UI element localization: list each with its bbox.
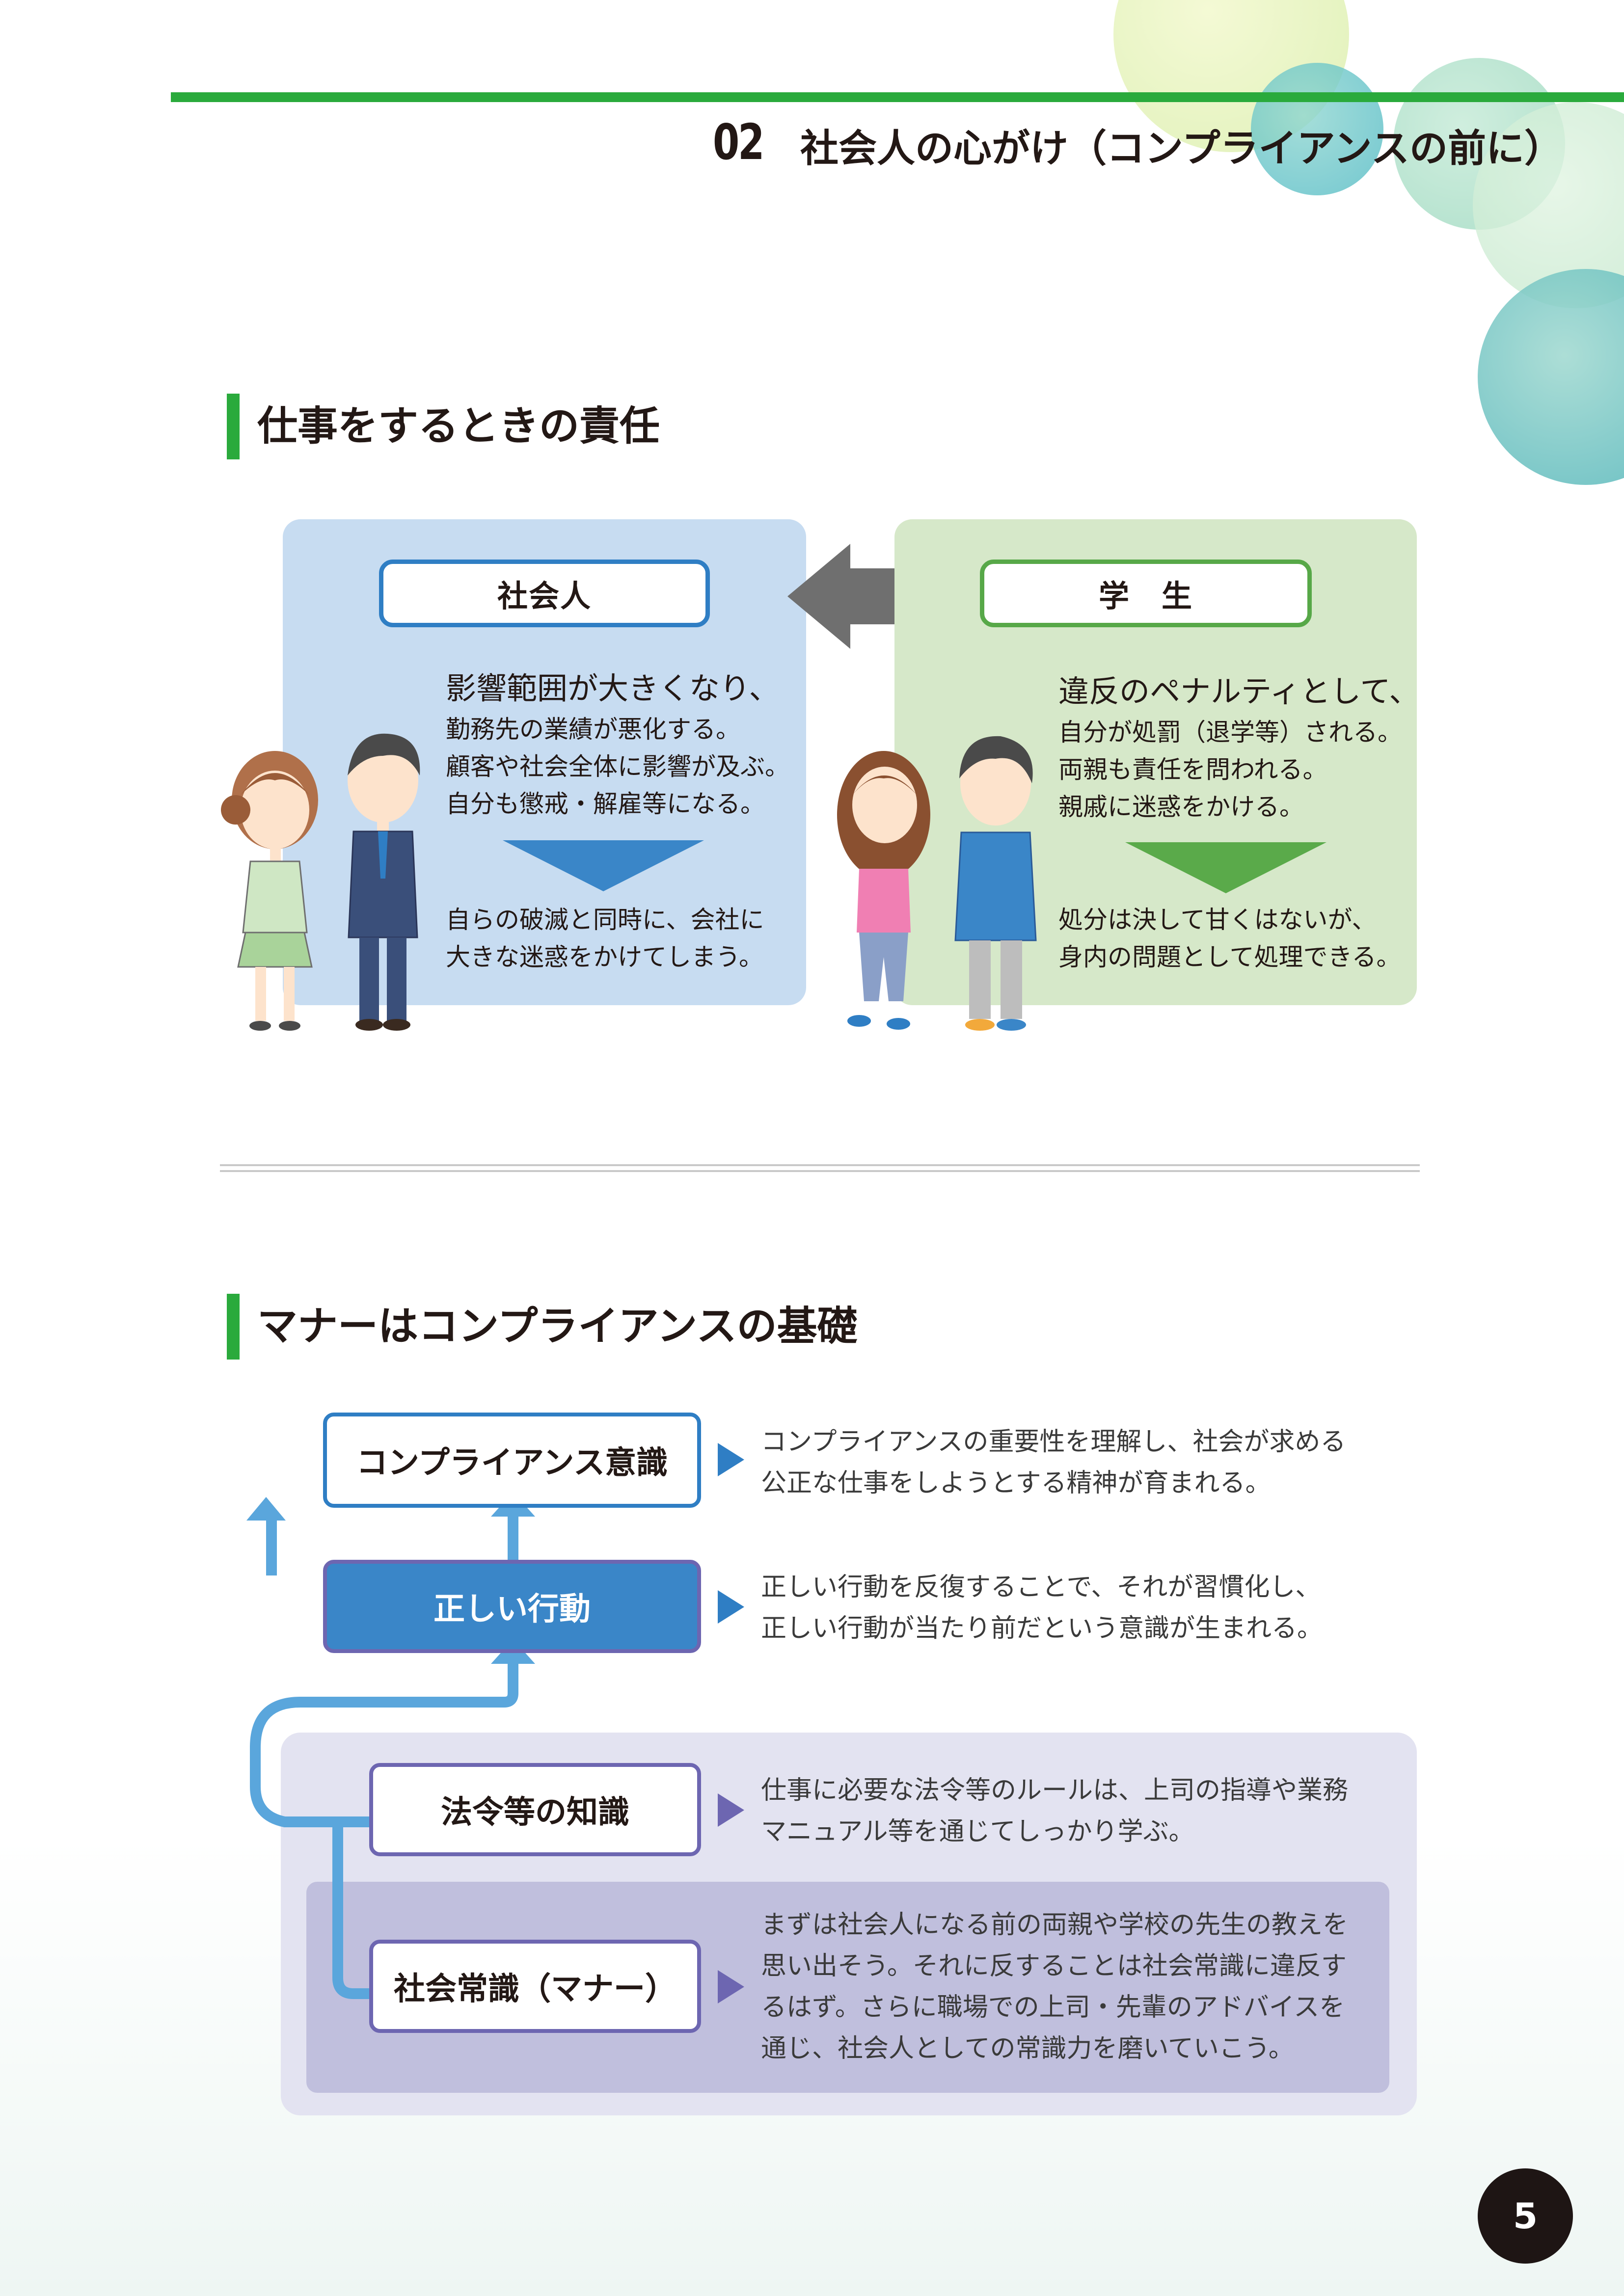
step-law-knowledge: 法令等の知識 [369, 1763, 701, 1856]
desc-line: 仕事に必要な法令等のルールは、上司の指導や業務 [761, 1776, 1349, 1805]
office-worker-woman-illustration [221, 751, 318, 1031]
chapter-number: 02 [713, 113, 764, 171]
desc-line: コンプライアンスの重要性を理解し、社会が求める [761, 1427, 1346, 1457]
shakaijin-line: 勤務先の業績が悪化する。 [446, 715, 740, 744]
shakaijin-lead: 影響範囲が大きくなり、 [446, 670, 780, 706]
desc-line: るはず。さらに職場での上司・先輩のアドバイスを [761, 1993, 1345, 2022]
flow-connector [246, 1497, 286, 1575]
student-woman-illustration [837, 751, 930, 1030]
gakusei-lead: 違反のペナルティとして、 [1058, 673, 1420, 709]
page-title: 社会人の心がけ（コンプライアンスの前に） [800, 127, 1563, 171]
step-desc: 正しい行動を反復することで、それが習慣化し、 正しい行動が当たり前だという意識が… [761, 1567, 1323, 1649]
step-common-sense: 社会常識（マナー） [369, 1940, 701, 2033]
step-desc: コンプライアンスの重要性を理解し、社会が求める 公正な仕事をしようとする精神が育… [761, 1421, 1346, 1504]
gakusei-text: 違反のペナルティとして、 自分が処罰（退学等）される。 両親も責任を問われる。 … [1058, 669, 1419, 826]
shakaijin-line: 自分も懲戒・解雇等になる。 [446, 790, 765, 818]
desc-line: 公正な仕事をしようとする精神が育まれる。 [761, 1468, 1271, 1498]
pointer-icon [718, 1590, 744, 1624]
section-marker [227, 1294, 240, 1360]
shakaijin-result: 自らの破滅と同時に、会社に 大きな迷惑をかけてしまう。 [446, 901, 764, 976]
shakaijin-line: 顧客や社会全体に影響が及ぶ。 [446, 752, 789, 781]
header-rule [171, 92, 1624, 102]
student-man-illustration [954, 736, 1037, 1031]
left-arrow-icon [787, 544, 896, 649]
section-divider [220, 1170, 1420, 1172]
pointer-icon [718, 1443, 744, 1476]
gakusei-result: 処分は決して甘くはないが、 身内の問題として処理できる。 [1058, 901, 1401, 976]
step-desc: 仕事に必要な法令等のルールは、上司の指導や業務 マニュアル等を通じてしっかり学ぶ… [761, 1770, 1348, 1852]
gakusei-line: 親戚に迷惑をかける。 [1058, 793, 1304, 821]
page-number: 5 [1478, 2168, 1573, 2264]
shakaijin-result-line: 大きな迷惑をかけてしまう。 [446, 943, 763, 971]
desc-line: 正しい行動を反復することで、それが習慣化し、 [761, 1573, 1321, 1602]
step-correct-action: 正しい行動 [323, 1560, 701, 1653]
section-title-responsibility: 仕事をするときの責任 [257, 403, 660, 450]
shakaijin-text: 影響範囲が大きくなり、 勤務先の業績が悪化する。 顧客や社会全体に影響が及ぶ。 … [446, 667, 789, 823]
office-worker-man-illustration [348, 733, 420, 1031]
gakusei-result-line: 身内の問題として処理できる。 [1058, 943, 1401, 971]
desc-line: マニュアル等を通じてしっかり学ぶ。 [761, 1817, 1194, 1846]
desc-line: 通じ、社会人としての常識力を磨いていこう。 [761, 2034, 1294, 2063]
step-compliance-awareness: コンプライアンス意識 [323, 1413, 701, 1508]
desc-line: 正しい行動が当たり前だという意識が生まれる。 [761, 1614, 1323, 1643]
down-arrow-icon [503, 840, 704, 891]
down-arrow-icon [1125, 842, 1326, 893]
shakaijin-result-line: 自らの破滅と同時に、会社に [446, 906, 764, 934]
desc-line: まずは社会人になる前の両親や学校の先生の教えを [761, 1910, 1349, 1940]
pointer-icon [718, 1793, 744, 1827]
gakusei-result-line: 処分は決して甘くはないが、 [1058, 906, 1377, 934]
label-shakaijin: 社会人 [379, 560, 710, 627]
decor-bubble [1251, 63, 1383, 195]
section-marker [227, 394, 240, 459]
section-title-manners: マナーはコンプライアンスの基礎 [257, 1303, 858, 1350]
label-gakusei: 学 生 [980, 560, 1312, 627]
gakusei-line: 自分が処罰（退学等）される。 [1058, 718, 1402, 747]
section-divider [220, 1164, 1420, 1166]
desc-line: 思い出そう。それに反することは社会常識に違反す [761, 1951, 1347, 1981]
gakusei-line: 両親も責任を問われる。 [1058, 755, 1327, 784]
pointer-icon [718, 1970, 744, 2003]
step-desc: まずは社会人になる前の両親や学校の先生の教えを 思い出そう。それに反することは社… [761, 1904, 1348, 2069]
